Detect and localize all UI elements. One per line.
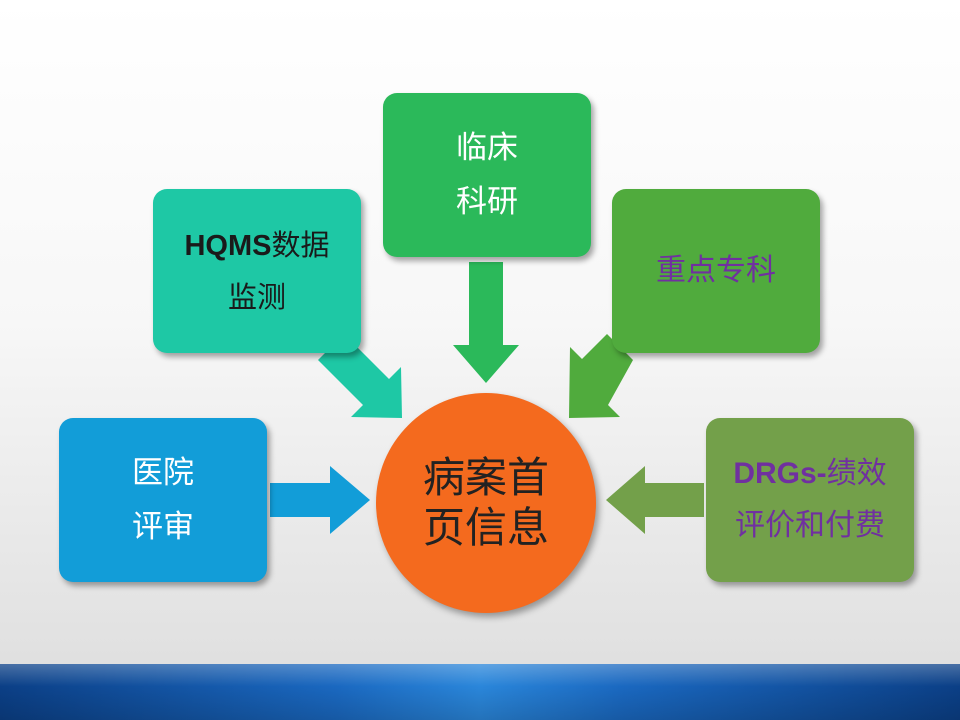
node-hqms-line2: 监测 — [227, 279, 286, 314]
node-zhongdian-zhuanke: 重点专科 — [612, 189, 820, 353]
center-line1: 病案首 — [422, 452, 549, 502]
node-drgs-line2: 评价和付费 — [735, 508, 885, 543]
arrow-down-left-icon — [569, 334, 633, 418]
node-hqms-line1: HQMS数据 — [184, 220, 329, 272]
footer-band — [0, 664, 960, 720]
center-line2: 页信息 — [422, 503, 549, 552]
node-yiyuan-pingshen: 医院 评审 — [59, 418, 267, 582]
arrow-left-icon — [606, 466, 704, 534]
node-linchuang-keyan: 临床 科研 — [383, 93, 591, 257]
node-hqms-line1-rest: 数据 — [271, 227, 330, 262]
arrow-right-icon — [270, 466, 370, 534]
node-drgs-jixiao: DRGs-绩效 评价和付费 — [706, 418, 914, 582]
node-yiyuan-line1: 医院 — [132, 454, 194, 491]
node-hqms-line1-bold: HQMS — [184, 229, 272, 262]
node-drgs-line1: DRGs-绩效 — [733, 448, 886, 501]
node-yiyuan-line2: 评审 — [132, 509, 194, 545]
arrow-down-icon — [453, 262, 519, 383]
node-zhongdian-line1: 重点专科 — [656, 252, 776, 288]
center-node-bingan-shouye: 病案首 页信息 — [376, 393, 596, 613]
node-drgs-line1-bold: DRGs- — [733, 456, 827, 490]
node-linchuang-line2: 科研 — [456, 184, 518, 220]
node-hqms-jiance: HQMS数据 监测 — [153, 189, 361, 353]
arrow-down-right-icon — [318, 334, 402, 418]
node-drgs-line1-rest: 绩效 — [826, 455, 887, 491]
node-linchuang-line1: 临床 — [456, 129, 518, 166]
